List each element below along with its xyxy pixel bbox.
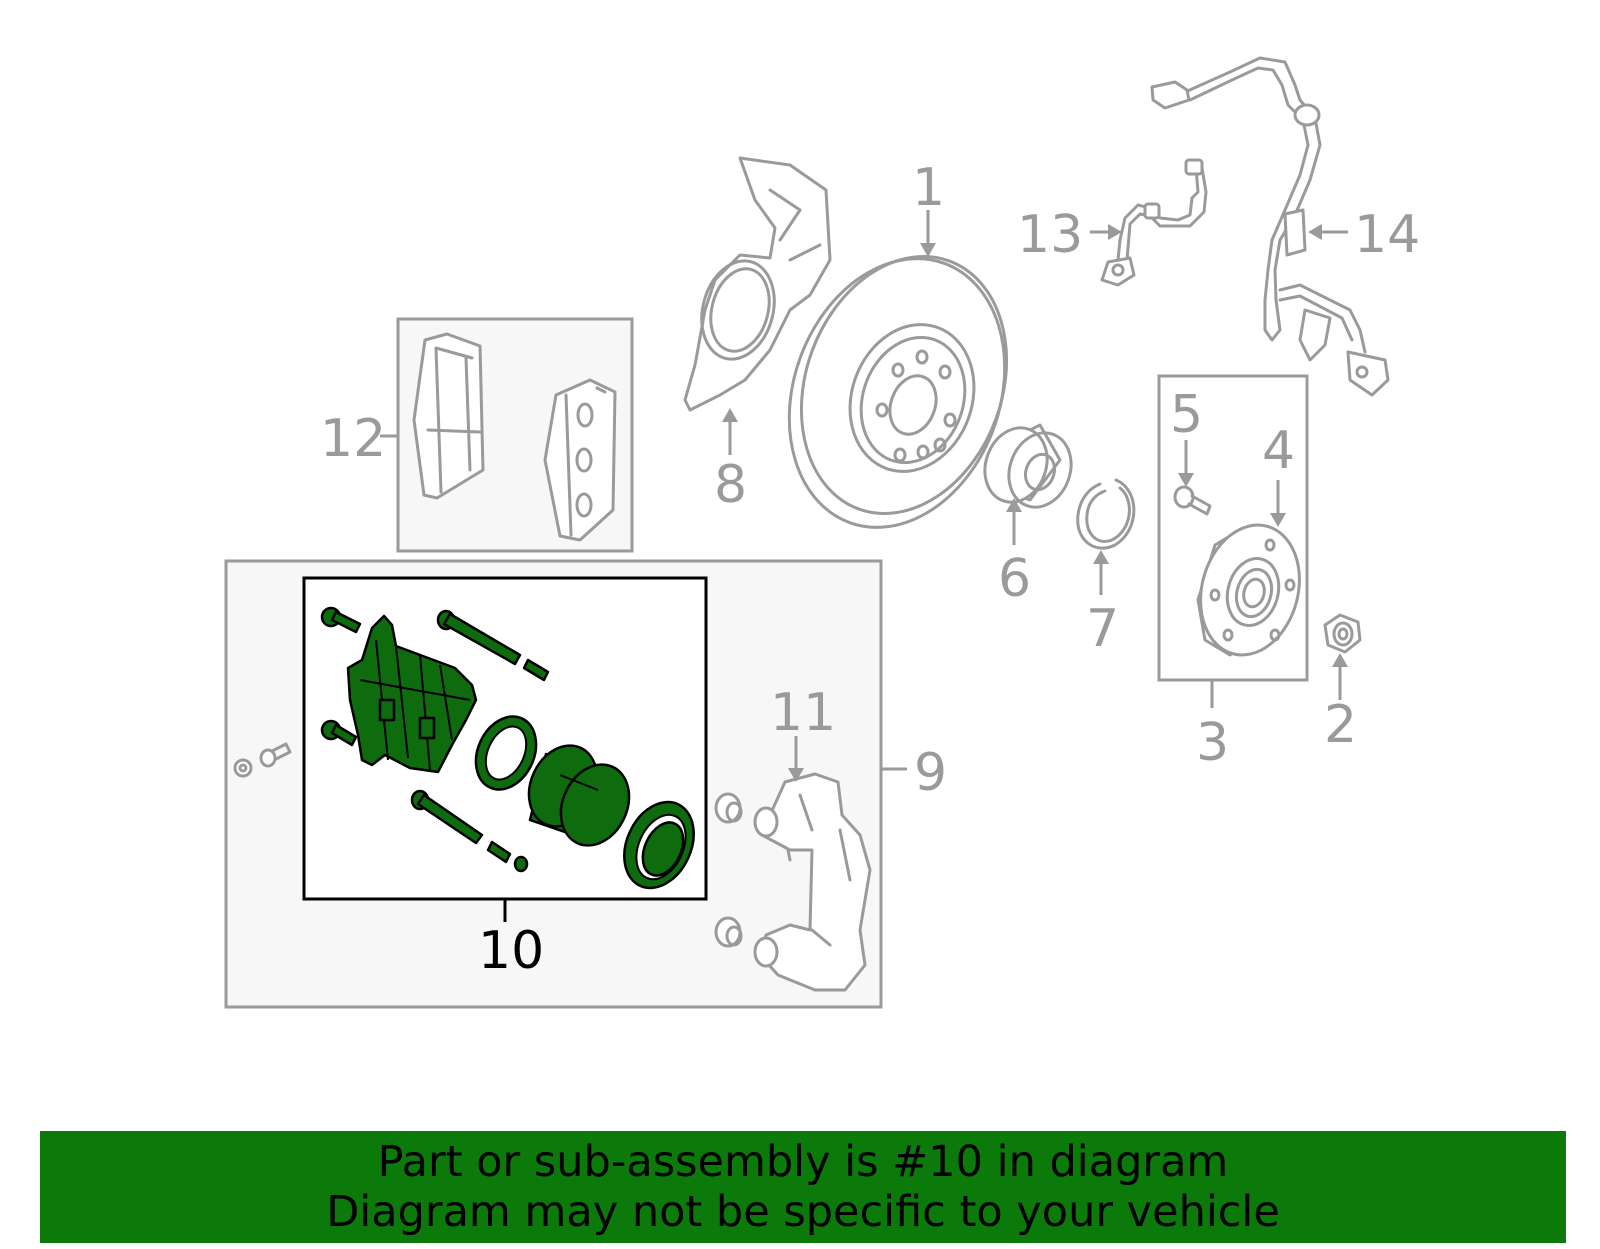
caliper-piston — [527, 744, 631, 847]
brake-pad-inner — [543, 378, 617, 542]
hub-flange — [1196, 523, 1301, 657]
brake-hose — [1100, 158, 1208, 287]
callout-3: 3 — [1196, 713, 1229, 773]
callout-4: 4 — [1262, 421, 1295, 481]
brake-pads-group: 12 — [320, 317, 634, 553]
caliper-bolt — [320, 719, 358, 747]
brake-rotor — [787, 255, 1009, 529]
guide-pin — [410, 789, 529, 873]
wheel-stud — [1173, 485, 1212, 516]
callout-7: 7 — [1086, 599, 1119, 659]
callout-6: 6 — [998, 549, 1031, 609]
callout-5: 5 — [1170, 385, 1203, 445]
caliper-housing — [346, 614, 478, 774]
dust-boot — [623, 800, 695, 890]
callout-12: 12 — [320, 409, 386, 469]
callout-2: 2 — [1324, 695, 1357, 755]
callout-14: 14 — [1354, 205, 1420, 265]
banner-line-2: Diagram may not be specific to your vehi… — [326, 1187, 1280, 1237]
dust-shield — [683, 156, 832, 412]
hub-group: 3 5 4 — [1157, 374, 1309, 773]
callout-1: 1 — [912, 158, 945, 218]
caliper-assembly-group: 9 10 — [224, 559, 947, 1009]
caliper-bolt — [320, 606, 362, 634]
caliper-bracket — [714, 772, 872, 992]
callout-11: 11 — [770, 683, 836, 743]
hub-nut — [1323, 613, 1362, 654]
snap-ring — [1076, 478, 1136, 550]
abs-sensor — [1150, 56, 1390, 397]
banner-line-1: Part or sub-assembly is #10 in diagram — [377, 1137, 1229, 1187]
callout-9: 9 — [914, 743, 947, 803]
piston-seal — [474, 715, 538, 791]
callout-8: 8 — [714, 455, 747, 515]
info-banner: Part or sub-assembly is #10 in diagram D… — [40, 1131, 1566, 1243]
bleeder-screw — [233, 742, 292, 778]
callout-10: 10 — [478, 921, 544, 981]
wheel-bearing — [983, 423, 1073, 509]
callout-13: 13 — [1017, 205, 1083, 265]
guide-pin — [436, 609, 550, 682]
